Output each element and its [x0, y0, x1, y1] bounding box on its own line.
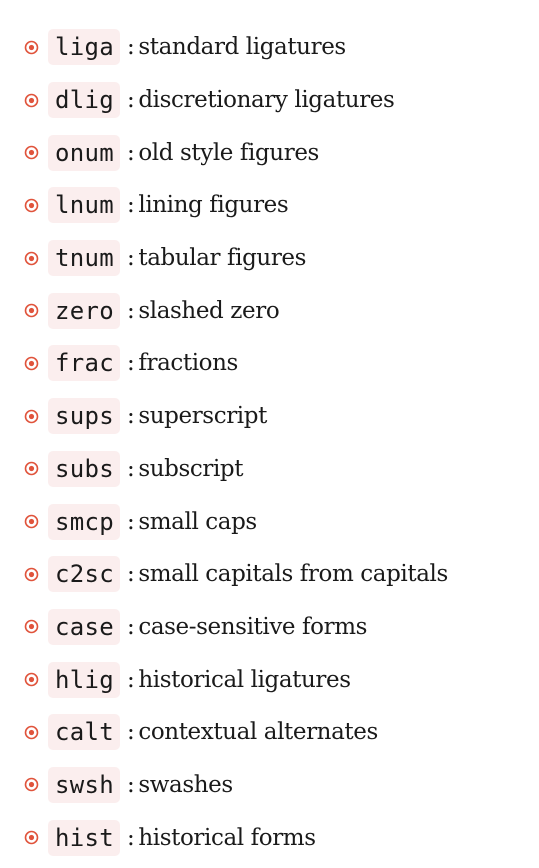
circled-dot-icon	[24, 830, 39, 845]
feature-code: zero	[48, 292, 120, 329]
description-text: tabular figures	[138, 245, 307, 272]
feature-list: liga :standard ligatures dlig :discretio…	[0, 21, 539, 864]
feature-description: :historical ligatures	[127, 662, 351, 698]
list-item: zero :slashed zero	[0, 284, 539, 337]
feature-code: lnum	[48, 187, 120, 224]
description-text: subscript	[138, 455, 244, 482]
feature-code: case	[48, 608, 120, 645]
separator: :	[127, 245, 135, 272]
description-text: swashes	[138, 771, 233, 798]
feature-description: :contextual alternates	[127, 714, 378, 750]
separator: :	[127, 297, 135, 324]
description-text: case-sensitive forms	[138, 613, 368, 640]
separator: :	[127, 87, 135, 114]
list-item: onum :old style figures	[0, 126, 539, 179]
description-text: slashed zero	[138, 297, 280, 324]
circled-dot-icon	[24, 462, 39, 476]
feature-code: frac	[48, 345, 120, 382]
feature-description: :standard ligatures	[127, 29, 346, 65]
feature-description: :fractions	[127, 345, 238, 381]
separator: :	[127, 719, 135, 746]
separator: :	[127, 350, 135, 377]
circled-dot-icon	[24, 303, 39, 318]
feature-description: :small caps	[127, 504, 257, 540]
feature-description: :historical forms	[127, 820, 316, 856]
feature-code: dlig	[48, 82, 120, 119]
feature-description: :tabular figures	[127, 240, 306, 276]
separator: :	[127, 824, 135, 851]
feature-code: sups	[48, 398, 120, 435]
separator: :	[127, 455, 135, 482]
feature-description: :discretionary ligatures	[127, 82, 395, 118]
description-text: standard ligatures	[138, 34, 346, 61]
circled-dot-icon	[24, 356, 39, 371]
list-item: subs :subscript	[0, 443, 539, 496]
feature-description: :superscript	[127, 398, 267, 434]
separator: :	[127, 666, 135, 693]
separator: :	[127, 508, 135, 535]
description-text: lining figures	[138, 192, 289, 219]
separator: :	[127, 771, 135, 798]
list-item: frac :fractions	[0, 337, 539, 390]
list-item: liga :standard ligatures	[0, 21, 539, 74]
circled-dot-icon	[24, 409, 39, 423]
description-text: small capitals from capitals	[138, 561, 448, 588]
feature-code: onum	[48, 134, 120, 171]
separator: :	[127, 139, 135, 166]
feature-code: hlig	[48, 661, 120, 698]
separator: :	[127, 613, 135, 640]
list-item: swsh :swashes	[0, 759, 539, 812]
feature-code: calt	[48, 714, 120, 751]
feature-code: hist	[48, 819, 120, 856]
circled-dot-icon	[24, 567, 39, 582]
description-text: small caps	[138, 508, 257, 535]
circled-dot-icon	[24, 251, 39, 265]
feature-description: :old style figures	[127, 135, 319, 171]
feature-description: :subscript	[127, 451, 244, 487]
separator: :	[127, 34, 135, 61]
description-text: old style figures	[138, 139, 319, 166]
separator: :	[127, 403, 135, 430]
feature-code: tnum	[48, 240, 120, 277]
feature-description: :small capitals from capitals	[127, 556, 448, 592]
separator: :	[127, 561, 135, 588]
description-text: fractions	[138, 350, 238, 377]
list-item: hist :historical forms	[0, 811, 539, 864]
description-text: discretionary ligatures	[138, 87, 395, 114]
list-item: calt :contextual alternates	[0, 706, 539, 759]
feature-description: :slashed zero	[127, 293, 280, 329]
description-text: superscript	[138, 403, 267, 430]
list-item: hlig :historical ligatures	[0, 653, 539, 706]
list-item: sups :superscript	[0, 390, 539, 443]
description-text: historical ligatures	[138, 666, 351, 693]
feature-code: liga	[48, 29, 120, 66]
circled-dot-icon	[24, 620, 39, 634]
circled-dot-icon	[24, 93, 39, 107]
circled-dot-icon	[24, 778, 39, 792]
feature-code: swsh	[48, 766, 120, 803]
list-item: lnum :lining figures	[0, 179, 539, 232]
circled-dot-icon	[24, 514, 39, 529]
list-item: smcp :small caps	[0, 495, 539, 548]
circled-dot-icon	[24, 725, 39, 740]
feature-code: subs	[48, 450, 120, 487]
feature-code: smcp	[48, 503, 120, 540]
feature-code: c2sc	[48, 556, 120, 593]
feature-description: :swashes	[127, 767, 233, 803]
circled-dot-icon	[24, 145, 39, 160]
description-text: historical forms	[138, 824, 316, 851]
list-item: case :case-sensitive forms	[0, 601, 539, 654]
list-item: dlig :discretionary ligatures	[0, 74, 539, 127]
circled-dot-icon	[24, 40, 39, 55]
feature-description: :case-sensitive forms	[127, 609, 367, 645]
description-text: contextual alternates	[138, 719, 378, 746]
list-item: tnum :tabular figures	[0, 232, 539, 285]
feature-description: :lining figures	[127, 187, 289, 223]
list-item: c2sc :small capitals from capitals	[0, 548, 539, 601]
circled-dot-icon	[24, 672, 39, 687]
separator: :	[127, 192, 135, 219]
circled-dot-icon	[24, 198, 39, 213]
